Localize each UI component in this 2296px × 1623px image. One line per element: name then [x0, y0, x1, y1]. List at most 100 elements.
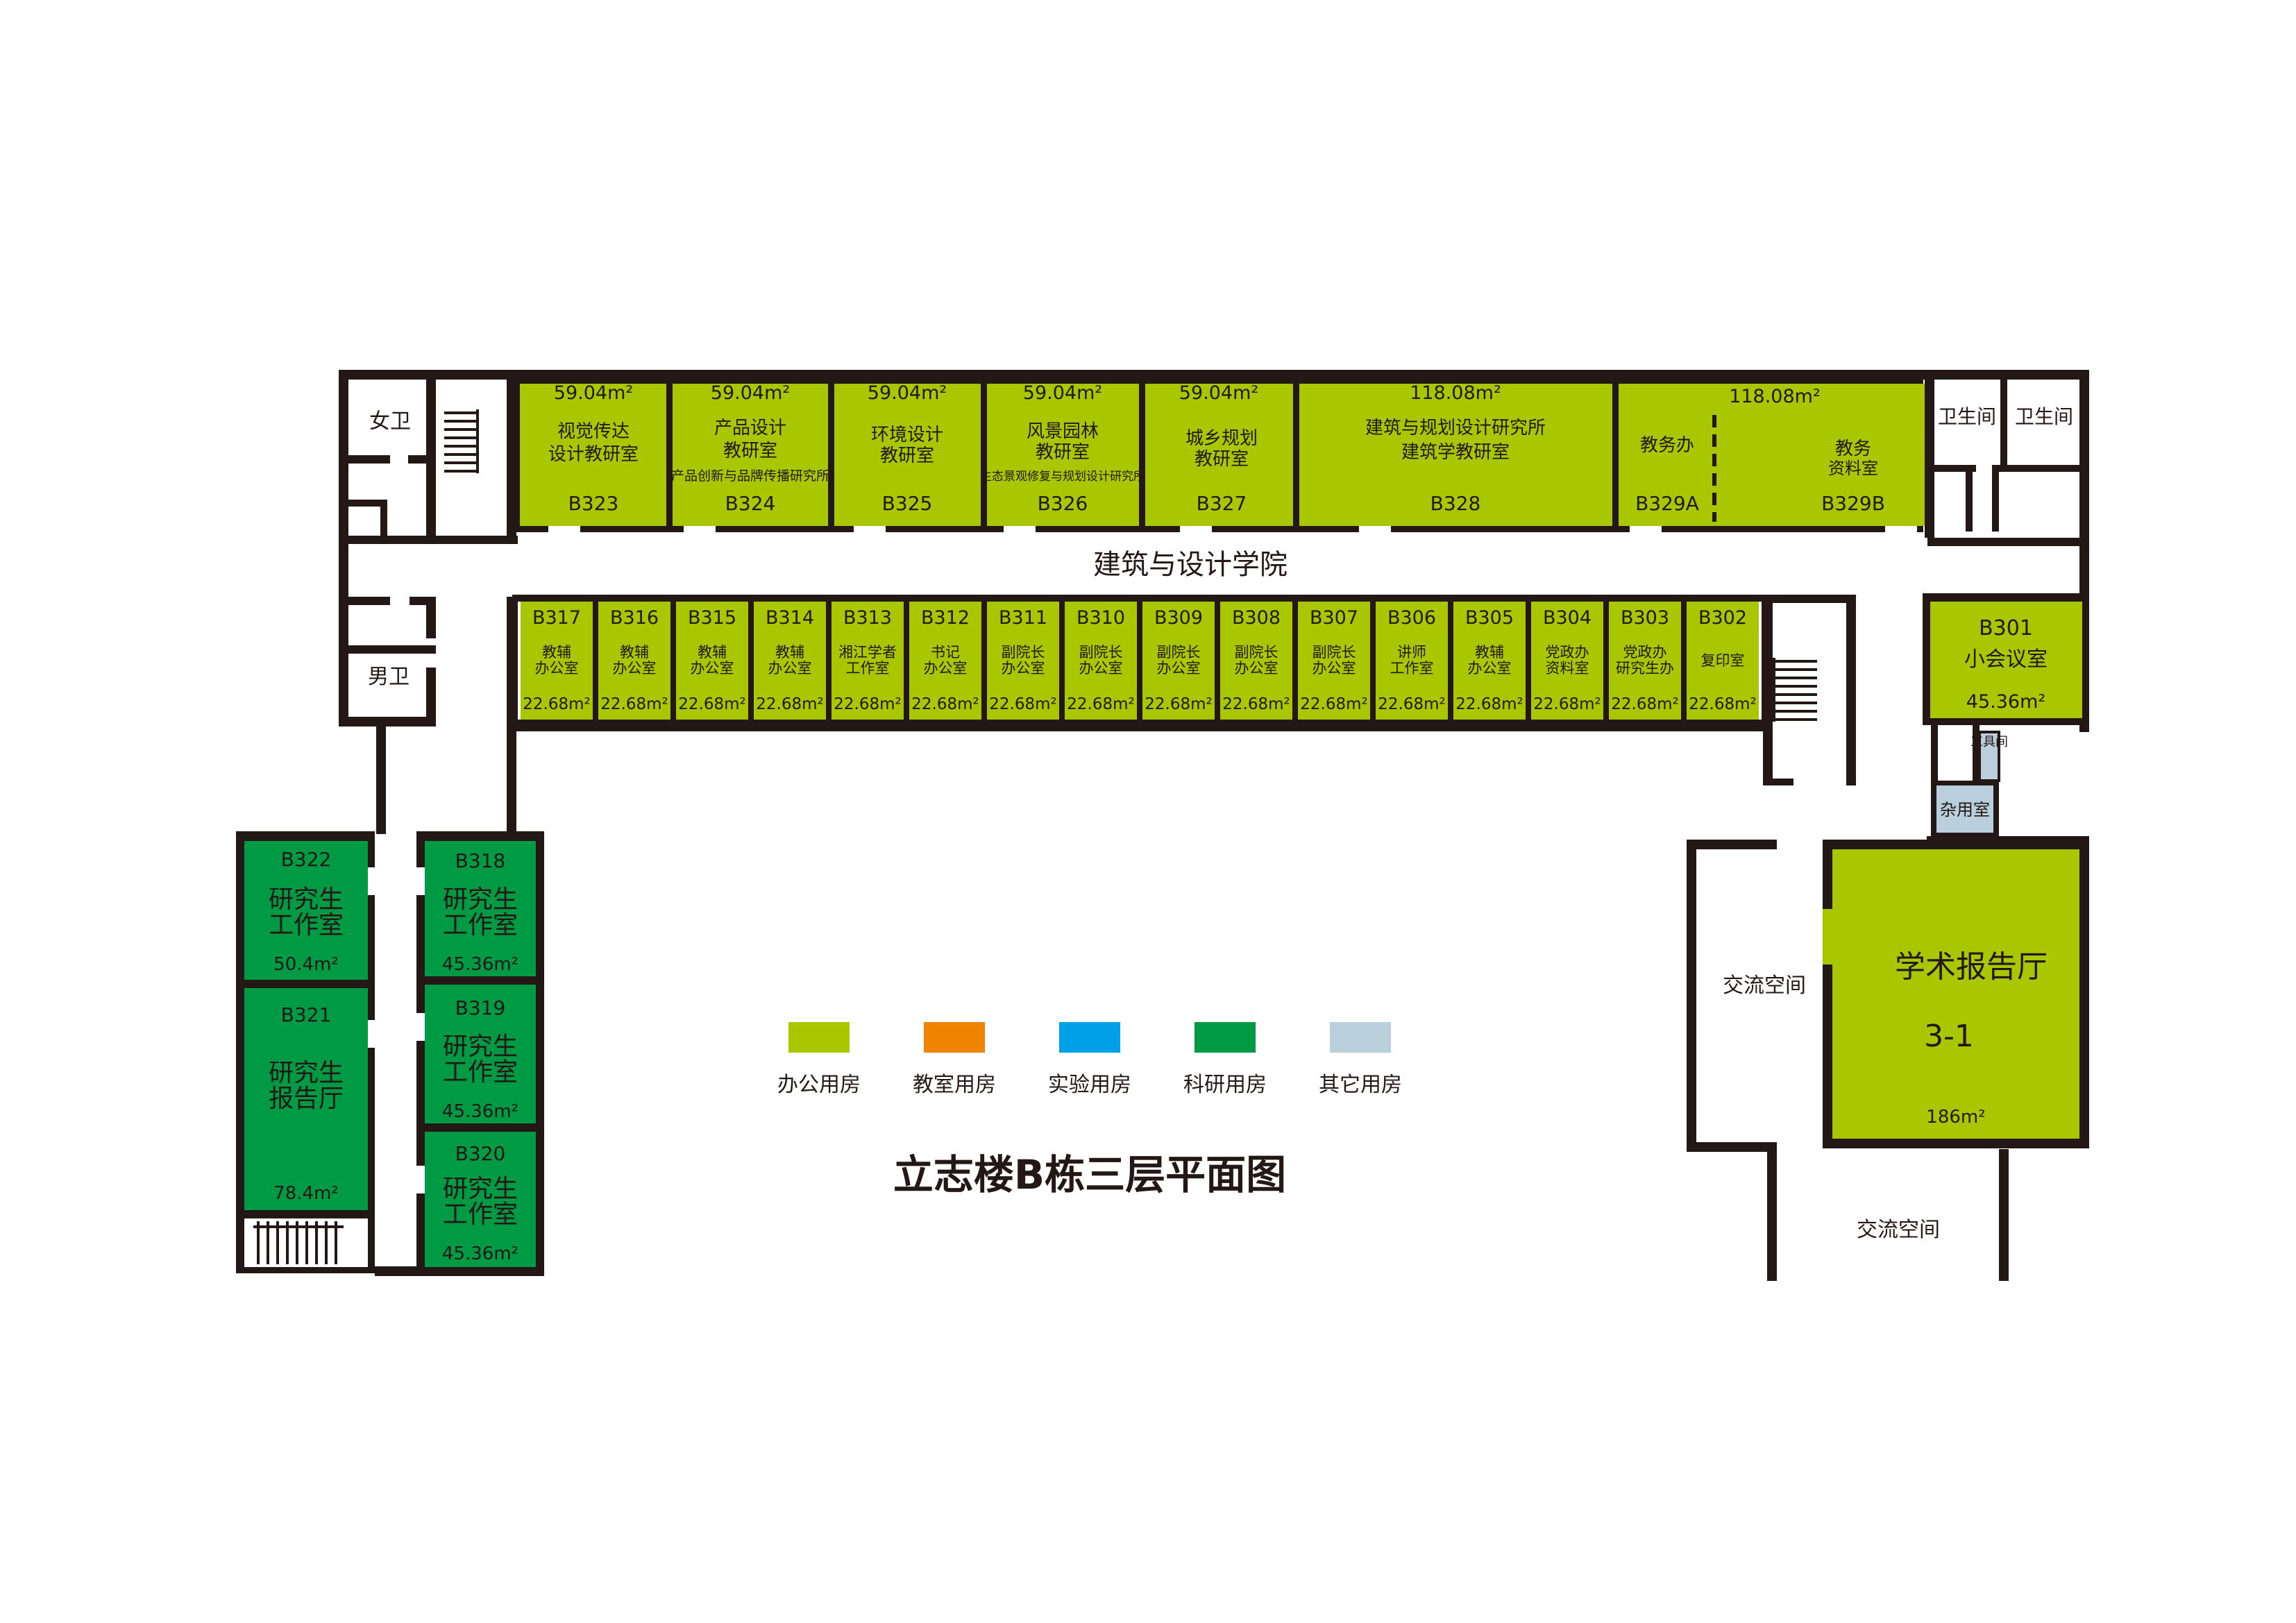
room-academic-hall: 学术报告厅 3-1 186m² [1823, 840, 2089, 1148]
room-partition [1292, 602, 1298, 720]
room-name: 教研室 [723, 441, 777, 461]
room-fill [1142, 602, 1215, 720]
room-area: 22.68m² [1222, 695, 1290, 713]
room-name: 风景园林 [1027, 421, 1099, 442]
room-partition [748, 602, 754, 720]
room-area: 22.68m² [911, 695, 979, 713]
middle-rooms: B317教辅办公室22.68m²B316教辅办公室22.68m²B315教辅办公… [521, 602, 1759, 720]
room-name: 办公室 [535, 660, 579, 677]
room-code: B317 [532, 607, 581, 629]
room-partition [904, 602, 909, 720]
room-name: 湘江学者 [838, 644, 897, 661]
right-toilets: 卫生间 卫生间 [1925, 377, 2089, 538]
room-b323: 59.04m² 视觉传达 设计教研室 B323 [548, 382, 639, 515]
room-name: 产品创新与品牌传播研究所 [671, 468, 829, 484]
room-b328: 118.08m² 建筑与规划设计研究所 建筑学教研室 B328 [1365, 382, 1546, 515]
room-name: 副院长 [1079, 644, 1123, 661]
room-fill [1376, 602, 1448, 720]
room-name: 教辅 [698, 644, 727, 661]
toilet-label: 卫生间 [2015, 405, 2073, 428]
room-name: 建筑学教研室 [1401, 442, 1510, 463]
room-area: 22.68m² [989, 695, 1056, 713]
room-area: 22.68m² [1300, 695, 1367, 713]
legend-swatch [788, 1022, 850, 1053]
room-b329b-name: 教务 [1835, 439, 1871, 459]
room-b329a-code: B329A [1635, 492, 1699, 515]
room-code: B320 [455, 1142, 506, 1165]
room-fill [676, 602, 748, 720]
room-name: 建筑与规划设计研究所 [1365, 418, 1546, 439]
top-room-row [512, 377, 1925, 534]
room-code: B319 [455, 996, 506, 1019]
room-b301: B301 小会议室 45.36m² [1923, 595, 2089, 725]
exchange-space-walls [1687, 836, 2089, 1281]
hall-area: 186m² [1926, 1107, 1985, 1128]
room-fill [987, 602, 1059, 720]
room-name: 研究生 [443, 885, 518, 914]
room-partition [826, 602, 832, 720]
room-name: 资料室 [1546, 660, 1589, 677]
room-name: 生态景观修复与规划设计研究所 [980, 470, 1145, 484]
room-b327: 59.04m² 城乡规划 教研室 B327 [1179, 382, 1258, 515]
room-name: 党政办 [1546, 644, 1589, 661]
plan-title: 立志楼B栋三层平面图 [893, 1151, 1286, 1198]
legend-label: 科研用房 [1183, 1073, 1267, 1097]
room-b322: B322 研究生 工作室 50.4m² [269, 848, 344, 975]
room-name: 讲师 [1397, 644, 1426, 661]
room-b325: 59.04m² 环境设计 教研室 B325 [868, 382, 947, 515]
female-toilet-label: 女卫 [369, 409, 411, 434]
room-code: B322 [281, 848, 332, 871]
room-name: 研究生 [443, 1033, 518, 1061]
room-code: B316 [610, 607, 659, 629]
room-area: 118.08m² [1410, 382, 1501, 404]
room-fill [909, 602, 981, 720]
room-partition [1059, 602, 1065, 720]
room-area: 22.68m² [678, 695, 745, 713]
room-name: 办公室 [924, 660, 968, 677]
room-fill [598, 602, 670, 720]
room-name: 研究生 [269, 1059, 344, 1087]
east-stair-walls [1763, 595, 1856, 785]
room-code: B301 [1979, 616, 2033, 640]
room-code: B315 [688, 607, 736, 629]
room-name: 视觉传达 [557, 421, 630, 442]
room-code: B324 [725, 492, 776, 515]
room-name: 办公室 [1235, 660, 1278, 677]
room-partition [1526, 602, 1531, 720]
male-toilet: 男卫 [347, 645, 436, 689]
room-name: 教研室 [880, 445, 934, 466]
room-area: 22.68m² [1689, 695, 1756, 713]
male-toilet-label: 男卫 [368, 665, 410, 689]
room-name: 副院长 [1235, 644, 1278, 661]
room-name: 研究生办 [1616, 660, 1674, 677]
west-stair-icon [253, 1221, 344, 1264]
misc-room: 杂用室 [1931, 781, 1999, 836]
room-area: 22.68m² [1455, 695, 1523, 713]
room-fill [1609, 602, 1681, 720]
room-area: 59.04m² [554, 382, 633, 404]
room-name: 党政办 [1623, 644, 1667, 661]
exchange-space-label: 交流空间 [1723, 974, 1806, 998]
room-name: 副院长 [1312, 644, 1356, 661]
room-name: 教研室 [1036, 442, 1090, 463]
room-name: 办公室 [1079, 660, 1123, 677]
room-area: 22.68m² [1067, 695, 1134, 713]
room-area: 78.4m² [273, 1183, 339, 1204]
room-area: 45.36m² [442, 1243, 518, 1264]
legend-label: 办公用房 [777, 1073, 861, 1097]
room-name: 工作室 [1390, 660, 1434, 677]
room-area: 22.68m² [1378, 695, 1445, 713]
legend-swatch [1195, 1022, 1256, 1053]
room-fill [1065, 602, 1137, 720]
room-fill [1453, 602, 1526, 720]
room-name: 研究生 [269, 885, 344, 914]
room-name: 教辅 [542, 644, 571, 661]
hall-name: 学术报告厅 [1895, 949, 2048, 985]
